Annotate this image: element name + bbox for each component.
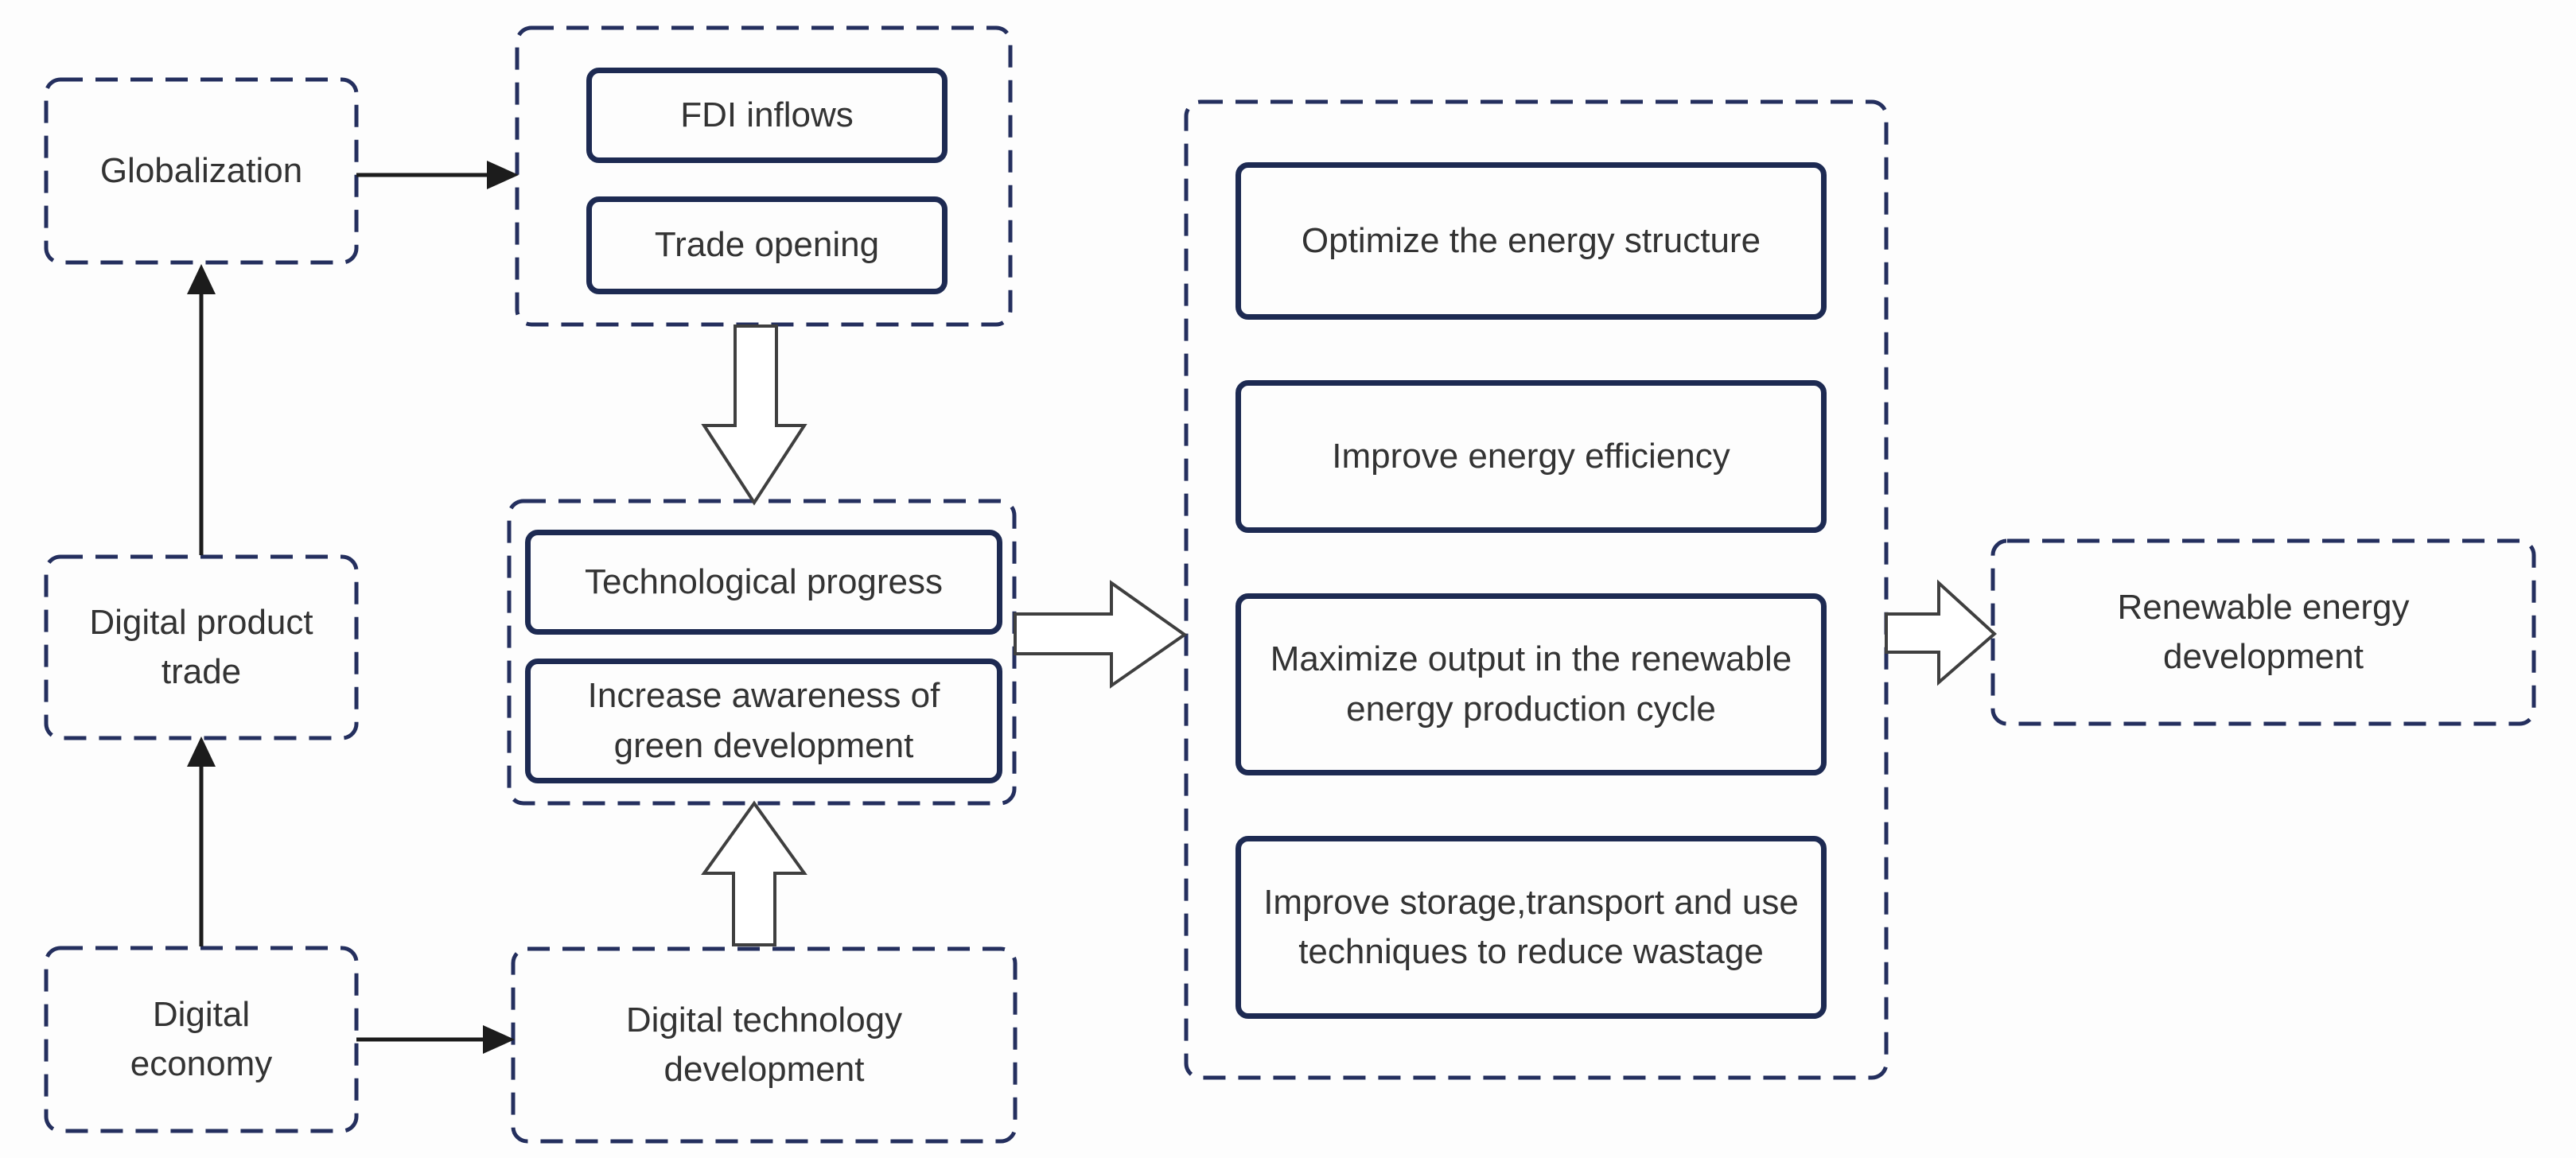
globalization-label: Globalization (99, 150, 303, 190)
increase-awareness-label: Increase awareness of green development (587, 676, 940, 765)
maximize-output-label: Maximize output in the renewable energy … (1270, 639, 1792, 729)
fdi-inflows-node: FDI inflows (586, 68, 948, 163)
globalization-node: Globalization (46, 80, 356, 262)
technological-progress-label: Technological progress (584, 562, 944, 601)
improve-energy-efficiency-label: Improve energy efficiency (1332, 436, 1730, 476)
digital-product-trade-label: Digital product trade (89, 602, 313, 691)
digital-technology-development-node: Digital technology development (513, 949, 1015, 1141)
renewable-energy-development-node: Renewable energy development (1993, 541, 2534, 724)
increase-awareness-node: Increase awareness of green development (525, 659, 1002, 783)
renewable-energy-development-label: Renewable energy development (2117, 587, 2410, 676)
fdi-inflows-label: FDI inflows (680, 95, 854, 134)
optimize-energy-structure-label: Optimize the energy structure (1301, 220, 1761, 260)
improve-storage-node: Improve storage,transport and use techni… (1235, 836, 1827, 1019)
improve-storage-label: Improve storage,transport and use techni… (1263, 882, 1799, 971)
trade-opening-node: Trade opening (586, 196, 948, 294)
trade-opening-label: Trade opening (654, 225, 880, 265)
digital-economy-label: Digital economy (130, 994, 273, 1083)
digital-economy-node: Digital economy (46, 948, 356, 1131)
digital-technology-development-label: Digital technology development (625, 1000, 903, 1089)
optimize-energy-structure-node: Optimize the energy structure (1235, 162, 1827, 320)
technological-progress-node: Technological progress (525, 530, 1002, 635)
improve-energy-efficiency-node: Improve energy efficiency (1235, 380, 1827, 533)
maximize-output-node: Maximize output in the renewable energy … (1235, 593, 1827, 775)
digital-product-trade-node: Digital product trade (46, 557, 356, 738)
